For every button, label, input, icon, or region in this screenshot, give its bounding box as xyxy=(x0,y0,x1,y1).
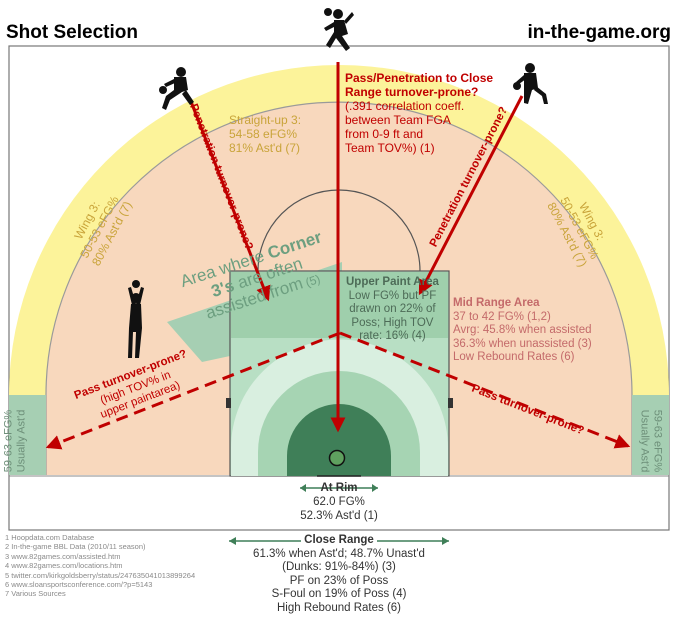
basket-icon xyxy=(328,449,346,467)
corner-three-left-label: 59-63 eFG% Usually Ast'd xyxy=(2,409,28,473)
corner-zone-right xyxy=(632,395,669,475)
upper-paint-label: Upper Paint Area Low FG% but PF drawn on… xyxy=(346,276,439,342)
corner-three-right-label: 59-63 eFG% Usually Ast'd xyxy=(638,409,664,473)
site-name: in-the-game.org xyxy=(527,22,671,43)
basketball-player-icon xyxy=(159,67,194,110)
penetration-arrow-right xyxy=(418,95,524,296)
page-title: Shot Selection xyxy=(6,22,138,43)
rim-zone xyxy=(287,404,391,476)
penetration-arrow-left xyxy=(188,98,271,302)
basketball-player-icon xyxy=(513,63,548,104)
center-callout: Pass/Penetration to Close Range turnover… xyxy=(345,71,494,155)
pass-arrow-left xyxy=(45,331,341,450)
at-rim-label: At Rim 62.0 FG% 52.3% Ast'd (1) xyxy=(300,482,378,522)
basketball-player-icon xyxy=(128,280,144,358)
baseline-band xyxy=(10,475,668,529)
basketball-player-icon xyxy=(324,8,354,51)
straight-up-three-label: Straight-up 3: 54-58 eFG% 81% Ast'd (7) xyxy=(229,113,302,155)
corner-zone-left xyxy=(9,395,46,475)
close-range-label: Close Range 61.3% when Ast'd; 48.7% Unas… xyxy=(253,534,425,614)
pass-arrow-right xyxy=(339,331,631,449)
footnotes: 1 Hoopdata.com Database 2 In-the-game BB… xyxy=(5,533,196,599)
mid-range-label: Mid Range Area 37 to 42 FG% (1,2) Avrg: … xyxy=(453,297,592,363)
